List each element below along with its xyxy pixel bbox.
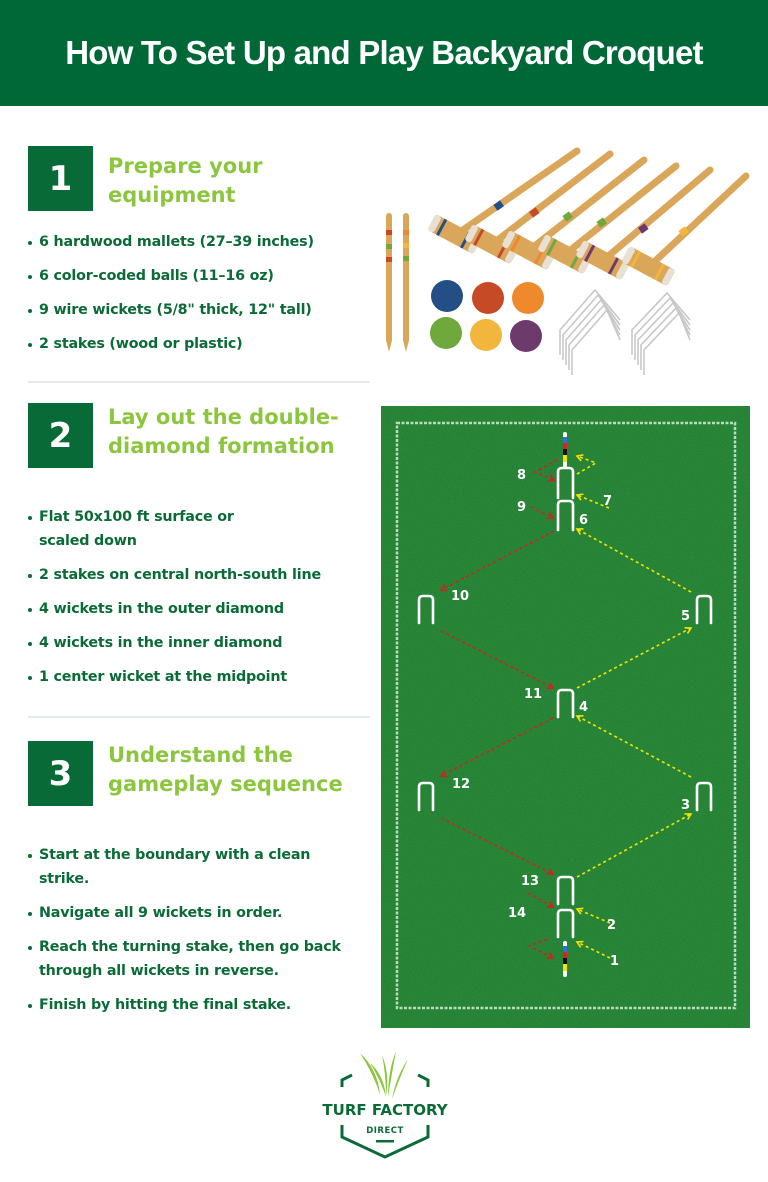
grass-blades-icon	[360, 1051, 408, 1099]
list-item: 9 wire wickets (5/8" thick, 12" tall)	[28, 298, 378, 322]
list-item: Reach the turning stake, then go back th…	[28, 935, 373, 983]
turning-stake-icon	[563, 432, 567, 468]
ball-icon	[472, 282, 504, 314]
wicket-icon	[556, 688, 575, 719]
wicket-label: 3	[681, 798, 690, 813]
step-number-box: 3	[28, 741, 93, 806]
list-item: 1 center wicket at the midpoint	[28, 665, 378, 689]
wicket-icon	[556, 499, 575, 532]
list-item: 2 stakes (wood or plastic)	[28, 332, 378, 356]
wicket-label: 12	[452, 777, 470, 792]
bullet-list: Start at the boundary with a clean strik…	[28, 843, 378, 1027]
equipment-illustration	[386, 147, 750, 375]
list-item: 6 color-coded balls (11–16 oz)	[28, 264, 378, 288]
ball-icon	[510, 320, 542, 352]
page-title: How To Set Up and Play Backyard Croquet	[65, 34, 703, 71]
logo-subtitle: DIRECT	[366, 1126, 404, 1136]
header-banner: How To Set Up and Play Backyard Croquet	[0, 0, 768, 106]
list-item: 4 wickets in the outer diamond	[28, 597, 378, 621]
step-number-box: 2	[28, 403, 93, 468]
wicket-label: 4	[579, 700, 588, 715]
wicket-icon	[417, 781, 435, 812]
section-divider	[28, 381, 370, 383]
wicket-label: 6	[579, 513, 588, 528]
wicket-label: 7	[603, 494, 612, 509]
wicket-icon	[695, 594, 713, 625]
ball-icon	[431, 280, 463, 312]
stake-icon	[386, 213, 392, 352]
boundary-line	[395, 421, 737, 1010]
wicket-icon	[556, 908, 575, 939]
wicket-icon	[417, 594, 435, 625]
wicket-icon	[556, 466, 575, 500]
hexagon-outline-icon	[340, 1073, 430, 1159]
wicket-stack-icon	[559, 288, 621, 375]
wicket-label: 10	[451, 589, 469, 604]
mallet-icon	[465, 150, 614, 264]
croquet-field-diagram: 1 2 3 4 5 6 7 8 9 10 11 12 13 14	[381, 406, 750, 1028]
ball-icon	[470, 319, 502, 351]
wicket-label: 1	[610, 954, 619, 969]
wicket-label: 5	[681, 609, 690, 624]
section-title: Lay out the double-diamond formation	[108, 405, 339, 458]
logo-underline	[376, 1140, 394, 1143]
ball-icon	[430, 317, 462, 349]
section-gameplay-sequence: 3 Understand the gameplay sequence Start…	[28, 741, 373, 1031]
list-item: 4 wickets in the inner diamond	[28, 631, 378, 655]
logo-brand-name: TURF FACTORY	[322, 1101, 448, 1119]
step-number-box: 1	[28, 146, 93, 211]
bullet-list: Flat 50x100 ft surface or scaled down 2 …	[28, 505, 378, 699]
wicket-label: 11	[524, 687, 542, 702]
section-divider	[28, 716, 370, 718]
list-item: Navigate all 9 wickets in order.	[28, 901, 378, 925]
wicket-stack-icon	[631, 291, 691, 375]
section-title: Prepare your equipment	[108, 154, 263, 207]
list-item: 6 hardwood mallets (27–39 inches)	[28, 230, 378, 254]
wicket-label: 8	[517, 468, 526, 483]
ball-icon	[512, 282, 544, 314]
return-route	[439, 459, 558, 960]
starting-stake-icon	[563, 941, 567, 977]
balls-group	[430, 280, 544, 352]
outbound-route	[575, 454, 693, 959]
wicket-label: 14	[508, 906, 526, 921]
wicket-icon	[695, 781, 713, 812]
turf-factory-logo: TURF FACTORY DIRECT	[322, 1051, 449, 1159]
bullet-list: 6 hardwood mallets (27–39 inches) 6 colo…	[28, 230, 378, 366]
list-item: 2 stakes on central north-south line	[28, 563, 378, 587]
stake-icon	[403, 213, 409, 352]
mallet-icon	[576, 166, 714, 280]
wicket-label: 2	[607, 918, 616, 933]
list-item: Flat 50x100 ft surface or scaled down	[28, 505, 283, 553]
section-layout-formation: 2 Lay out the double-diamond formation F…	[28, 403, 373, 703]
wicket-label: 13	[521, 874, 539, 889]
mallet-icon	[622, 172, 750, 286]
wicket-label: 9	[517, 500, 526, 515]
wicket-icon	[556, 875, 575, 906]
list-item: Finish by hitting the final stake.	[28, 993, 378, 1017]
section-prepare-equipment: 1 Prepare your equipment 6 hardwood mall…	[28, 146, 373, 376]
section-title: Understand the gameplay sequence	[108, 743, 343, 796]
list-item: Start at the boundary with a clean strik…	[28, 843, 318, 891]
